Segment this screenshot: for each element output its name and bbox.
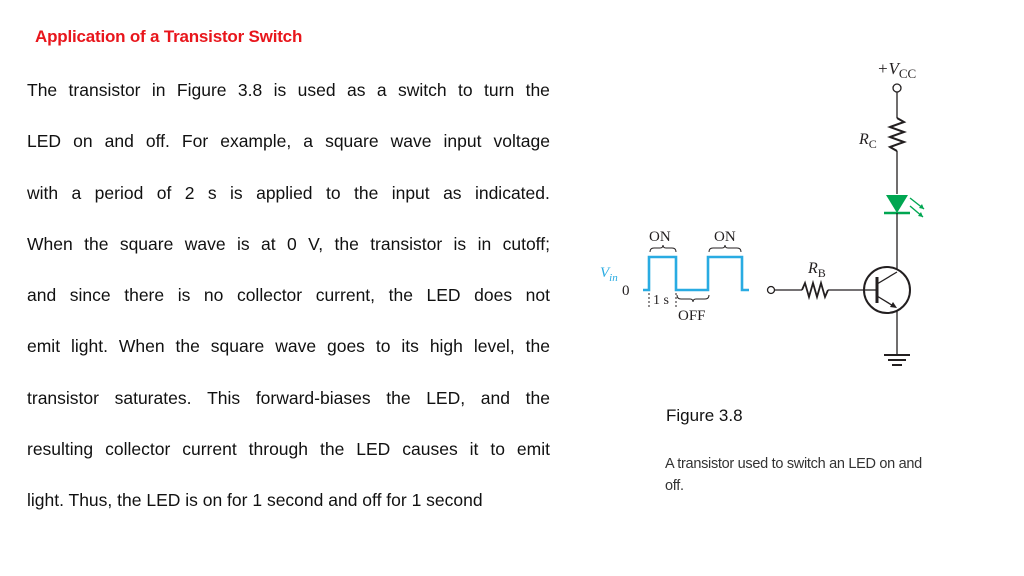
figure-number: Figure 3.8 — [666, 406, 743, 425]
npn-transistor-icon — [863, 266, 911, 314]
ground-icon — [884, 354, 910, 366]
input-terminal-icon — [766, 285, 776, 295]
rb-label: RB — [807, 260, 826, 280]
zero-label: 0 — [622, 283, 630, 299]
circuit-diagram: +VCC RC — [590, 55, 930, 395]
period-label: 1 s — [653, 293, 669, 308]
paragraph-line: light. Thus, the LED is on for 1 second … — [27, 490, 483, 511]
vcc-label: +VCC — [877, 59, 916, 81]
vcc-terminal-icon — [892, 83, 902, 93]
square-wave-icon — [643, 255, 749, 292]
rb-resistor-icon — [801, 279, 829, 301]
vin-label: Vin — [600, 265, 618, 284]
on-label-2: ON — [714, 229, 736, 245]
led-icon — [884, 195, 925, 218]
off-label: OFF — [678, 308, 706, 324]
rc-label: RC — [858, 131, 877, 151]
on-label-1: ON — [649, 229, 671, 245]
figure-caption: A transistor used to switch an LED on an… — [665, 456, 922, 494]
slide-title: Application of a Transistor Switch — [35, 27, 303, 46]
rc-resistor-icon — [887, 117, 907, 152]
